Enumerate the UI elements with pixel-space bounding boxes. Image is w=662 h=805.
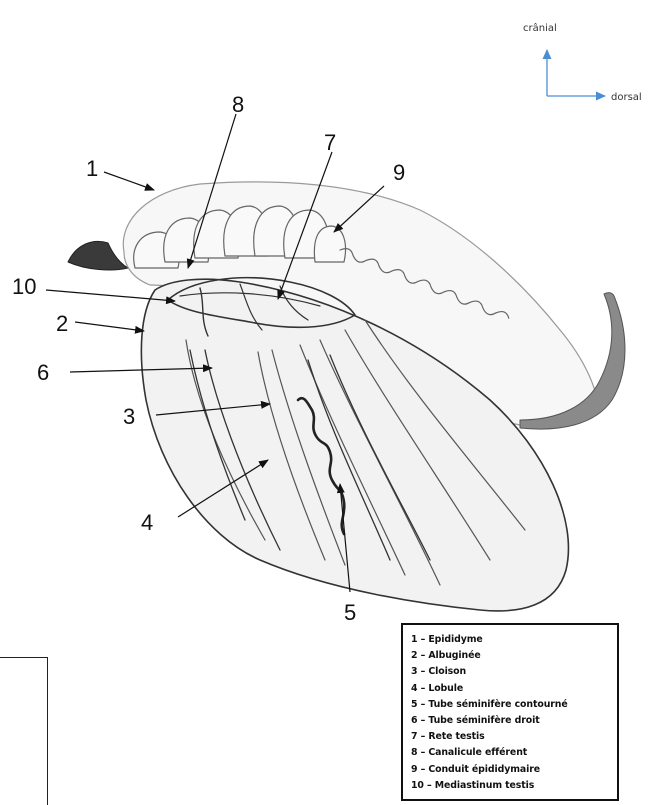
- legend-item-10: 10 – Mediastinum testis: [411, 778, 609, 794]
- callout-6: 6: [37, 360, 49, 385]
- callout-1: 1: [86, 156, 98, 181]
- dorsal-label: dorsal: [611, 92, 642, 103]
- arrow-2: [75, 322, 144, 331]
- legend-item-9: 9 – Conduit épididymaire: [411, 762, 609, 778]
- legend-item-6: 6 – Tube séminifère droit: [411, 713, 609, 729]
- legend-item-2: 2 – Albuginée: [411, 648, 609, 664]
- callout-10: 10: [12, 274, 36, 299]
- callout-2: 2: [56, 311, 68, 336]
- callout-5: 5: [344, 600, 356, 625]
- legend-item-3: 3 – Cloison: [411, 664, 609, 680]
- legend-item-1: 1 – Epididyme: [411, 632, 609, 648]
- corner-frame: [0, 657, 48, 805]
- callout-3: 3: [123, 404, 135, 429]
- legend-item-7: 7 – Rete testis: [411, 729, 609, 745]
- callout-7: 7: [324, 130, 336, 155]
- testis-illustration: [68, 182, 625, 611]
- legend-box: 1 – Epididyme 2 – Albuginée 3 – Cloison …: [401, 623, 619, 801]
- arrow-1: [104, 172, 154, 190]
- cranial-label: crânial: [523, 22, 557, 34]
- orientation-indicator: crânial dorsal: [523, 22, 642, 103]
- vas-tip: [68, 241, 128, 270]
- legend-item-4: 4 – Lobule: [411, 681, 609, 697]
- callout-9: 9: [393, 160, 405, 185]
- legend-item-8: 8 – Canalicule efférent: [411, 745, 609, 761]
- callout-8: 8: [232, 92, 244, 117]
- callout-4: 4: [141, 510, 153, 535]
- legend-item-5: 5 – Tube séminifère contourné: [411, 697, 609, 713]
